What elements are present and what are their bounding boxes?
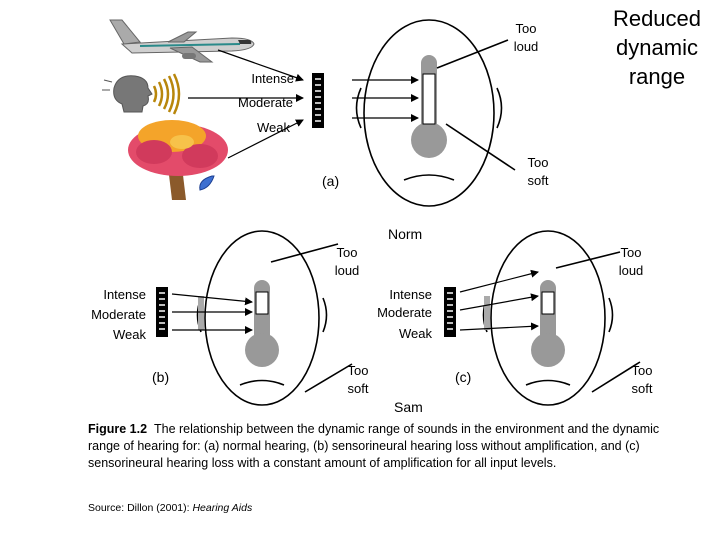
too-soft-label-a: Too soft xyxy=(518,154,558,190)
too-loud-line-1: Too xyxy=(515,21,537,36)
reduced-dynamic-range-line-2: dynamic xyxy=(616,35,698,60)
head-c xyxy=(444,230,641,406)
too-loud-label-a: Too loud xyxy=(506,20,546,56)
source-book-title: Hearing Aids xyxy=(192,502,253,514)
moderate-label-b: Moderate xyxy=(91,307,146,322)
reduced-dynamic-range-line-3: range xyxy=(628,64,686,89)
too-loud-line-2: loud xyxy=(334,263,360,278)
speaking-head-icon xyxy=(102,73,181,115)
too-soft-label-c: Too soft xyxy=(622,362,662,398)
too-loud-label-c: Too loud xyxy=(611,244,651,280)
intense-label-a: Intense xyxy=(251,71,294,86)
weak-label-c: Weak xyxy=(399,326,432,341)
too-soft-line-1: Too xyxy=(527,155,549,170)
figure-label: Figure 1.2 xyxy=(88,422,148,436)
too-soft-line-1: Too xyxy=(347,363,369,378)
too-loud-label-b: Too loud xyxy=(327,244,367,280)
too-soft-line-2: soft xyxy=(631,381,653,396)
airplane-icon xyxy=(109,19,255,63)
intense-label-b: Intense xyxy=(103,287,146,302)
source-arrows xyxy=(188,49,304,159)
figure-caption: Figure 1.2 The relationship between the … xyxy=(88,421,660,472)
source-prefix: Source: Dillon (2001): xyxy=(88,502,193,514)
source-citation: Source: Dillon (2001): Hearing Aids xyxy=(88,502,252,514)
weak-label-b: Weak xyxy=(113,327,146,342)
norm-label: Norm xyxy=(388,226,423,242)
head-a xyxy=(352,19,516,207)
falling-leaf-icon xyxy=(199,175,215,191)
caption-text: The relationship between the dynamic ran… xyxy=(88,422,660,470)
too-loud-line-2: loud xyxy=(513,39,539,54)
panel-a-label: (a) xyxy=(322,173,340,189)
too-loud-line-1: Too xyxy=(336,245,358,260)
head-b xyxy=(156,230,353,406)
moderate-label-c: Moderate xyxy=(377,305,432,320)
tree-icon xyxy=(128,120,228,200)
too-loud-line-1: Too xyxy=(620,245,642,260)
weak-label-a: Weak xyxy=(257,120,290,135)
panel-b-label: (b) xyxy=(152,369,170,385)
too-soft-line-1: Too xyxy=(631,363,653,378)
intense-label-c: Intense xyxy=(389,287,432,302)
input-level-meter-a xyxy=(312,73,324,128)
reduced-dynamic-range-label: Reduced dynamic range xyxy=(598,4,716,91)
sam-label: Sam xyxy=(394,399,423,415)
too-loud-line-2: loud xyxy=(618,263,644,278)
too-soft-label-b: Too soft xyxy=(338,362,378,398)
panel-c-label: (c) xyxy=(455,369,472,385)
moderate-label-a: Moderate xyxy=(238,95,293,110)
too-soft-line-2: soft xyxy=(527,173,549,188)
too-soft-line-2: soft xyxy=(347,381,369,396)
reduced-dynamic-range-line-1: Reduced xyxy=(612,6,702,31)
